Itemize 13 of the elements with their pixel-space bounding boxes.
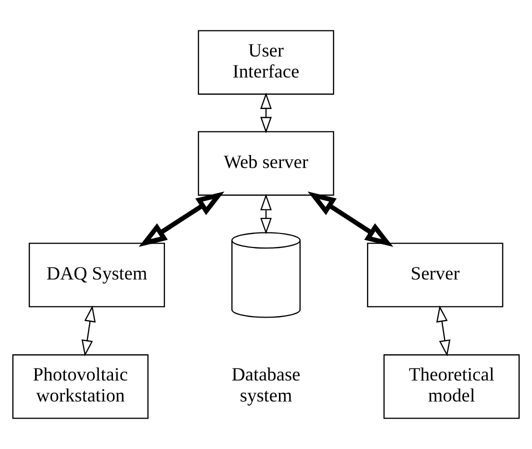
node-box: User Interface: [198, 30, 334, 95]
arrow: [260, 92, 272, 134]
arrow: [308, 191, 394, 247]
node-label: Database system: [232, 364, 300, 407]
node-box: DAQ System: [28, 242, 165, 308]
node-box: Web server: [198, 131, 334, 196]
arrow: [138, 191, 224, 247]
arrow: [82, 305, 96, 356]
arrow: [260, 194, 272, 234]
arrow: [436, 305, 450, 356]
node-box: Server: [367, 242, 504, 308]
node-box: Theoretical model: [383, 354, 520, 419]
node-box: Photovoltaic workstation: [12, 354, 149, 419]
